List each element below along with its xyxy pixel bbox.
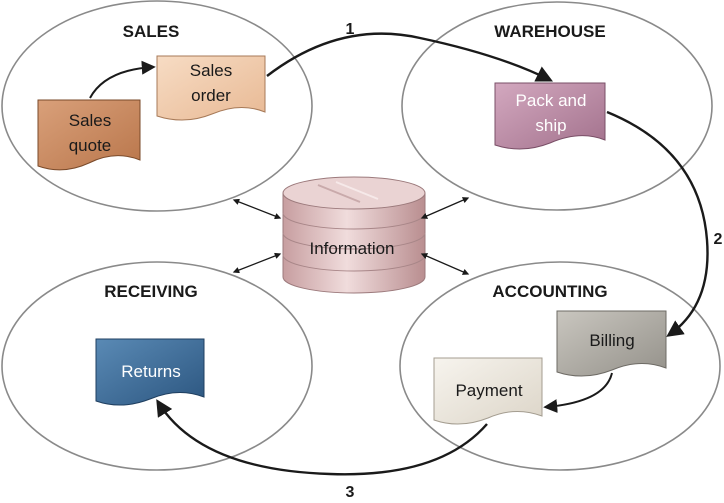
step-3-label: 3: [346, 484, 355, 501]
billing-to-payment-arrow: [543, 372, 613, 414]
database-label: Information: [309, 239, 394, 258]
sales-quote-label-2: quote: [69, 136, 112, 155]
pack-and-ship-label-1: Pack and: [516, 91, 587, 110]
billing-label: Billing: [589, 331, 634, 350]
step-2-label: 2: [714, 231, 723, 248]
quote-to-order-arrow: [89, 60, 156, 99]
billing-document: Billing: [556, 310, 667, 377]
accounting-title: ACCOUNTING: [492, 282, 607, 301]
information-database: Information: [282, 176, 426, 294]
warehouse-db-arrow: [420, 197, 470, 219]
receiving-title: RECEIVING: [104, 282, 198, 301]
sales-quote-label-1: Sales: [69, 111, 112, 130]
sales-title: SALES: [123, 22, 180, 41]
returns-label: Returns: [121, 362, 181, 381]
returns-document: Returns: [95, 338, 205, 406]
sales-db-arrow: [232, 198, 282, 220]
payment-document: Payment: [433, 357, 543, 425]
flow-arrow-3: [156, 399, 488, 476]
receiving-db-arrow: [232, 252, 282, 274]
pack-and-ship-document: Pack and ship: [494, 82, 606, 150]
payment-label: Payment: [455, 381, 522, 400]
sales-quote-document: Sales quote: [37, 99, 141, 171]
warehouse-title: WAREHOUSE: [494, 22, 605, 41]
step-1-label: 1: [346, 21, 355, 38]
sales-order-label-2: order: [191, 86, 231, 105]
flow-arrow-2: [606, 110, 709, 337]
pack-and-ship-label-2: ship: [535, 116, 566, 135]
flow-arrow-1: [266, 32, 554, 82]
accounting-db-arrow: [420, 253, 470, 275]
sales-order-label-1: Sales: [190, 61, 233, 80]
sales-order-document: Sales order: [156, 55, 266, 121]
